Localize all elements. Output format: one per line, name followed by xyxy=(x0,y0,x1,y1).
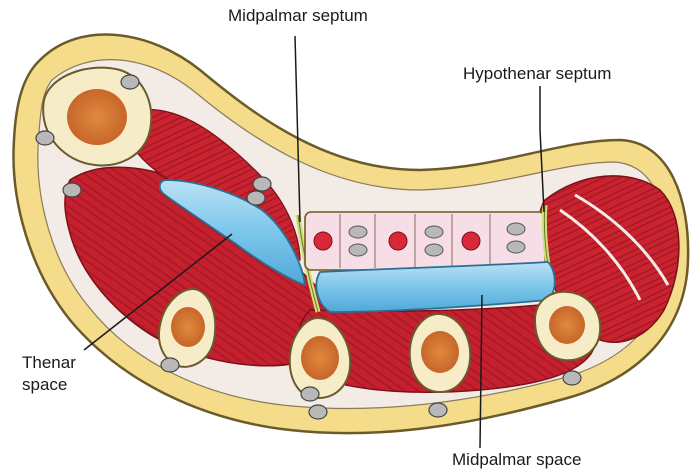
metacarpal-5 xyxy=(535,292,600,361)
digital-nerve xyxy=(507,241,525,253)
metacarpal-4 xyxy=(410,314,470,392)
neurovascular-bundle xyxy=(563,371,581,385)
digital-nerve xyxy=(349,244,367,256)
neurovascular-bundle xyxy=(63,183,81,197)
midpalmar-space-label: Midpalmar space xyxy=(452,450,581,470)
neurovascular-bundle xyxy=(247,191,265,205)
neurovascular-bundle xyxy=(309,405,327,419)
neurovascular-bundle xyxy=(301,387,319,401)
neurovascular-bundle xyxy=(121,75,139,89)
hypothenar-septum-label: Hypothenar septum xyxy=(463,64,611,84)
digital-artery xyxy=(462,232,480,250)
thenar-space-label-line1: Thenar xyxy=(22,352,76,374)
thenar-space-label-line2: space xyxy=(22,374,76,396)
digital-artery xyxy=(314,232,332,250)
digital-nerve xyxy=(349,226,367,238)
midpalmar-septum-label: Midpalmar septum xyxy=(228,6,368,26)
digital-nerve xyxy=(425,244,443,256)
neurovascular-bundle xyxy=(429,403,447,417)
flexor-tendon-compartment xyxy=(305,212,545,270)
neurovascular-bundle xyxy=(253,177,271,191)
neurovascular-bundle xyxy=(36,131,54,145)
digital-nerve xyxy=(507,223,525,235)
digital-nerve xyxy=(425,226,443,238)
thenar-space-label: Thenar space xyxy=(22,352,76,396)
neurovascular-bundle xyxy=(161,358,179,372)
digital-artery xyxy=(389,232,407,250)
thumb-bone-marrow xyxy=(67,89,127,145)
